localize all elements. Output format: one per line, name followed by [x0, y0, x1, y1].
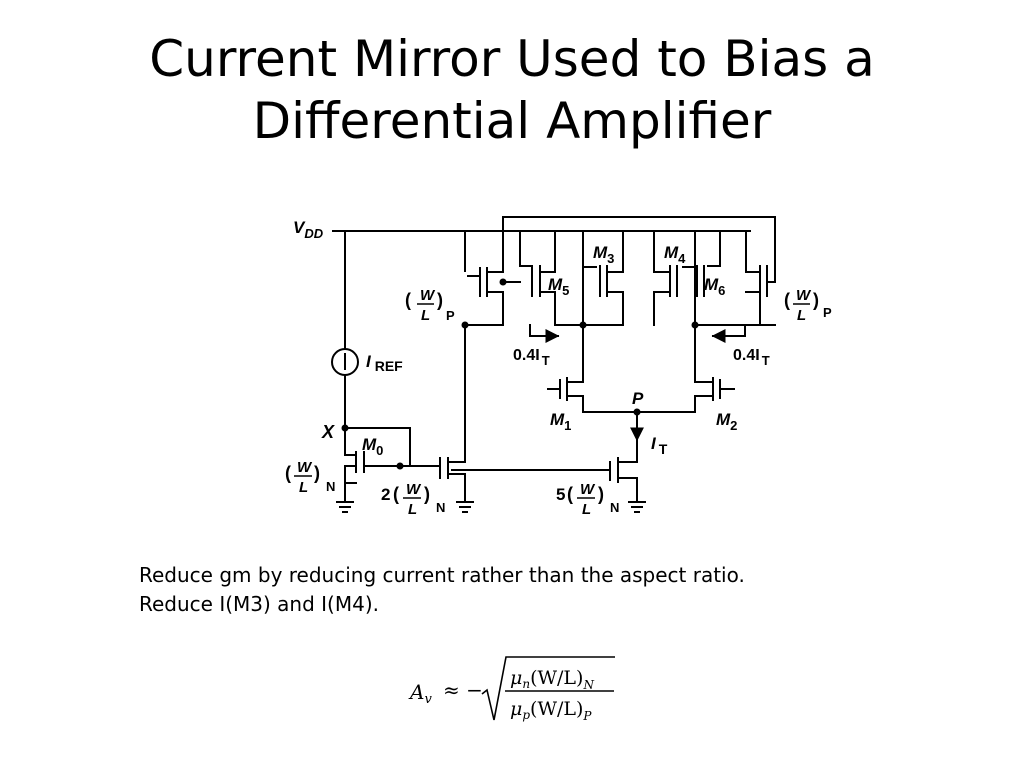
- m3-label: M3: [593, 243, 614, 266]
- svg-text:(: (: [405, 290, 411, 310]
- svg-text:L: L: [421, 307, 430, 324]
- m2-label: M2: [716, 410, 737, 433]
- svg-text:(: (: [784, 290, 790, 310]
- notes-text: Reduce gm by reducing current rather tha…: [139, 561, 745, 619]
- svg-text:): ): [437, 290, 443, 310]
- m6-label: M6: [704, 275, 725, 298]
- m4-label: M4: [664, 243, 686, 266]
- m3-drain-dot: [579, 321, 587, 329]
- title-line-1: Current Mirror Used to Bias a: [149, 30, 875, 88]
- node-x-dot: [341, 424, 349, 432]
- m0-transistor: [344, 429, 401, 491]
- m0-label: M0: [362, 435, 383, 458]
- m2-transistor: [694, 324, 735, 413]
- formula-sqrt: [481, 656, 615, 721]
- formula-approx: ≈ −: [443, 678, 483, 702]
- svg-text:W: W: [420, 287, 436, 304]
- notes-line-2: Reduce I(M3) and I(M4).: [139, 592, 379, 616]
- m1-label: M1: [550, 410, 571, 433]
- svg-text:W: W: [796, 287, 812, 304]
- mirror-5x-transistor: [609, 439, 638, 491]
- node-x-label: X: [321, 422, 335, 442]
- ratio-2x-n: 2 ( W L ) N: [381, 481, 445, 518]
- bias-gate-line: [399, 465, 611, 471]
- mirror-5x-ground: [628, 489, 646, 513]
- formula-lhs: Av: [408, 680, 432, 707]
- m5-label: M5: [548, 275, 569, 298]
- m4-transistor: [653, 230, 696, 326]
- gate-node-dot: [396, 462, 404, 470]
- svg-text:(: (: [393, 484, 399, 504]
- mirror-2x-ground: [456, 487, 474, 513]
- ratio-m0-n: ( W L ) N: [285, 459, 335, 496]
- svg-text:(: (: [285, 463, 291, 483]
- svg-text:L: L: [408, 501, 417, 518]
- node-p-label: P: [632, 389, 644, 408]
- m4-drain-dot: [691, 321, 699, 329]
- m6-transistor: [694, 230, 747, 326]
- svg-text:P: P: [823, 305, 832, 320]
- formula-denominator: μp(W/L)P: [510, 698, 592, 723]
- svg-text:N: N: [326, 479, 335, 494]
- svg-text:L: L: [797, 307, 806, 324]
- svg-text:L: L: [299, 479, 308, 496]
- ratio-right-p: ( W L ) P: [784, 287, 832, 324]
- ratio-5x-n: 5 ( W L ) N: [556, 481, 619, 518]
- left-drain-dot: [461, 321, 469, 329]
- svg-text:): ): [598, 484, 604, 504]
- svg-text:(: (: [567, 484, 573, 504]
- svg-text:): ): [314, 463, 320, 483]
- formula-numerator: μn(W/L)N: [510, 667, 594, 692]
- svg-text:): ): [813, 290, 819, 310]
- svg-text:N: N: [610, 500, 619, 515]
- mirror-2x-transistor: [439, 324, 466, 489]
- m5-transistor: [519, 230, 556, 326]
- slide-title: Current Mirror Used to Bias a Differenti…: [0, 28, 1024, 152]
- svg-text:5: 5: [556, 485, 565, 504]
- svg-text:): ): [424, 484, 430, 504]
- title-line-2: Differential Amplifier: [252, 92, 772, 150]
- svg-text:W: W: [580, 481, 596, 498]
- m5-gate-dot: [499, 278, 507, 286]
- m0-diode-connection: [344, 427, 411, 467]
- svg-text:W: W: [406, 481, 422, 498]
- iref-source: [331, 348, 359, 376]
- node-p-dot: [633, 408, 641, 416]
- svg-text:W: W: [297, 459, 313, 476]
- m3-transistor: [582, 230, 624, 326]
- ratio-left-p: ( W L ) P: [405, 287, 455, 324]
- vdd-label: VDD: [293, 218, 324, 241]
- left-pmos-a: [464, 230, 504, 326]
- svg-text:2: 2: [381, 485, 390, 504]
- svg-text:N: N: [436, 500, 445, 515]
- notes-line-1: Reduce gm by reducing current rather tha…: [139, 563, 745, 587]
- svg-text:P: P: [446, 308, 455, 323]
- m0-ground: [336, 489, 354, 513]
- svg-text:L: L: [582, 501, 591, 518]
- m1-transistor: [547, 324, 584, 413]
